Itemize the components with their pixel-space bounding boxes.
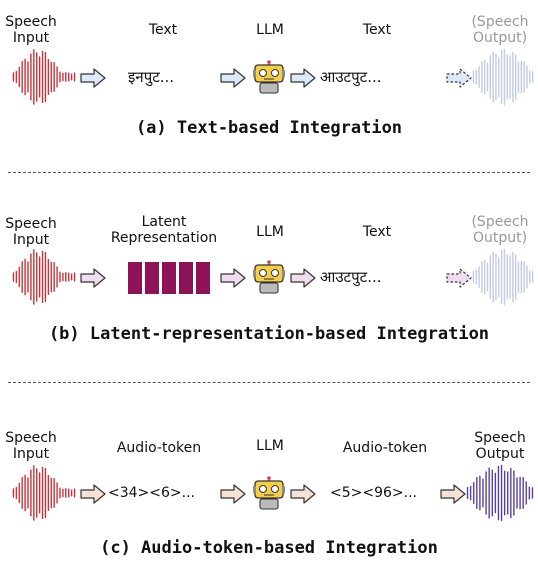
output-text: आउटपुट... xyxy=(320,68,382,86)
speech-input-line1: Speech xyxy=(5,430,57,446)
arrow-right-icon xyxy=(220,268,246,288)
speech-waveform-icon xyxy=(472,248,534,306)
arrow-right-icon xyxy=(290,68,316,88)
speech-input-line1: Speech xyxy=(5,14,57,30)
speech-output-line1: (Speech xyxy=(471,214,529,230)
llm-label: LLM xyxy=(256,438,284,454)
latent-cell xyxy=(128,262,142,294)
robot-icon xyxy=(253,260,285,294)
llm-label: LLM xyxy=(256,22,284,38)
speech-output-line2: Output) xyxy=(472,230,528,246)
latent-label-line2: Representation xyxy=(110,230,218,246)
speech-output-label: (Speech Output) xyxy=(466,214,534,246)
arrow-right-icon xyxy=(440,484,466,504)
caption-a: (a) Text-based Integration xyxy=(135,118,403,138)
speech-input-line1: Speech xyxy=(5,216,57,232)
input-tokens: <34><6>... xyxy=(108,485,195,501)
latent-vector-icon xyxy=(128,262,210,294)
speech-output-line1: Speech xyxy=(474,430,526,446)
arrow-right-icon xyxy=(220,68,246,88)
output-text: आउटपुट... xyxy=(320,268,382,286)
text-output-label: Text xyxy=(362,224,392,240)
latent-cell xyxy=(196,262,210,294)
arrow-right-icon xyxy=(290,268,316,288)
speech-output-line2: Output xyxy=(475,446,525,462)
speech-input-label: Speech Input xyxy=(2,14,60,46)
latent-cell xyxy=(162,262,176,294)
audio-token-input-label: Audio-token xyxy=(116,440,202,456)
text-input-label: Text xyxy=(148,22,178,38)
caption-b: (b) Latent-representation-based Integrat… xyxy=(48,324,490,344)
text-output-label: Text xyxy=(362,22,392,38)
divider xyxy=(8,382,530,383)
caption-c: (c) Audio-token-based Integration xyxy=(100,538,438,558)
arrow-right-icon xyxy=(220,484,246,504)
robot-icon xyxy=(253,60,285,94)
latent-cell xyxy=(145,262,159,294)
speech-output-line1: (Speech xyxy=(471,14,529,30)
speech-output-label: (Speech Output) xyxy=(466,14,534,46)
arrow-right-icon xyxy=(80,484,106,504)
llm-label: LLM xyxy=(256,224,284,240)
arrow-right-icon xyxy=(80,68,106,88)
speech-waveform-icon xyxy=(12,49,76,105)
speech-waveform-icon xyxy=(466,464,534,522)
input-text: इनपुट... xyxy=(128,68,175,86)
robot-icon xyxy=(253,476,285,510)
arrow-right-icon xyxy=(80,268,106,288)
arrow-right-icon xyxy=(446,68,472,88)
speech-input-label: Speech Input xyxy=(2,430,60,462)
arrow-right-icon xyxy=(290,484,316,504)
speech-input-line2: Input xyxy=(12,232,50,248)
latent-label: Latent Representation xyxy=(100,214,228,246)
speech-input-line2: Input xyxy=(12,30,50,46)
speech-waveform-icon xyxy=(472,48,534,106)
latent-label-line1: Latent xyxy=(141,214,187,230)
speech-input-label: Speech Input xyxy=(2,216,60,248)
latent-cell xyxy=(179,262,193,294)
speech-output-label: Speech Output xyxy=(466,430,534,462)
speech-input-line2: Input xyxy=(12,446,50,462)
speech-output-line2: Output) xyxy=(472,30,528,46)
speech-waveform-icon xyxy=(12,249,76,305)
arrow-right-icon xyxy=(446,268,472,288)
divider xyxy=(8,172,530,173)
audio-token-output-label: Audio-token xyxy=(342,440,428,456)
output-tokens: <5><96>... xyxy=(330,485,417,501)
speech-waveform-icon xyxy=(12,465,76,521)
